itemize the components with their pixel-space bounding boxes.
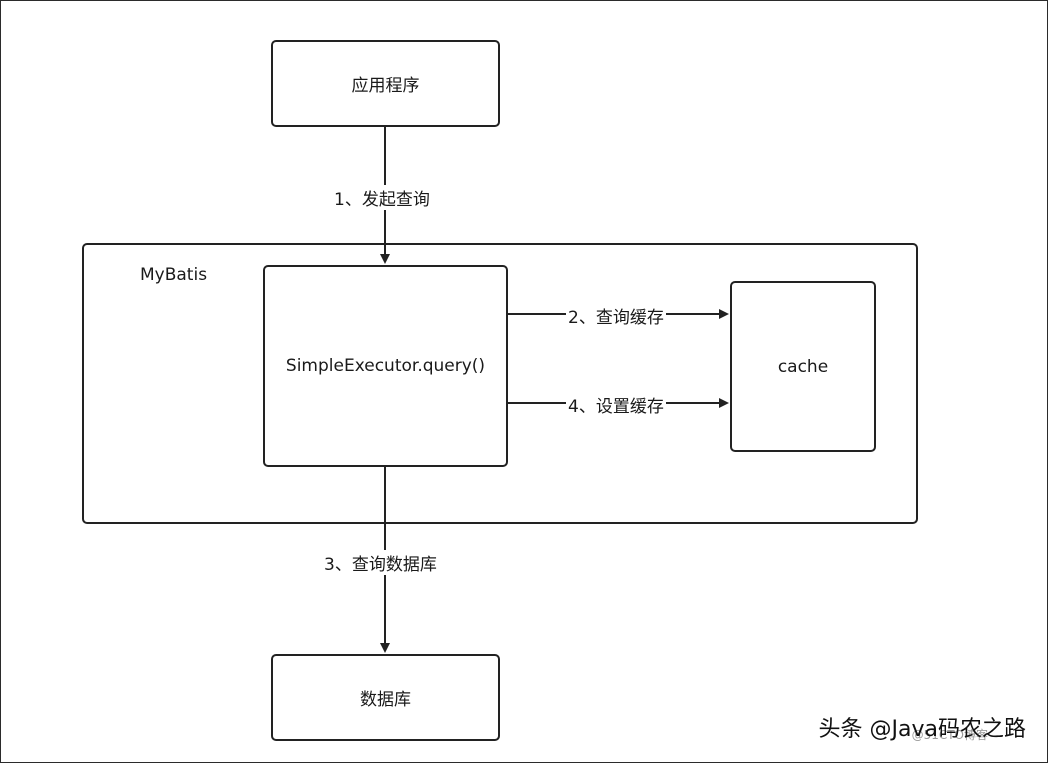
cache-node-label: cache xyxy=(777,356,829,377)
mybatis-label: MyBatis xyxy=(140,265,208,285)
executor-node: SimpleExecutor.query() xyxy=(263,265,508,467)
watermark-sub: @51CTO博客 xyxy=(911,728,988,742)
edge-step4-label: 4、设置缓存 xyxy=(566,392,666,417)
cache-node: cache xyxy=(730,281,876,452)
mybatis-container xyxy=(82,243,918,524)
edge-step3-label: 3、查询数据库 xyxy=(322,550,439,575)
app-node: 应用程序 xyxy=(271,40,500,127)
executor-node-label: SimpleExecutor.query() xyxy=(285,356,486,376)
watermark: 头条 @Java码农之路 xyxy=(818,717,1026,742)
app-node-label: 应用程序 xyxy=(351,76,420,96)
database-node: 数据库 xyxy=(271,654,500,741)
edge-step2-label: 2、查询缓存 xyxy=(566,303,666,328)
database-node-label: 数据库 xyxy=(360,690,411,710)
edge-step1-label: 1、发起查询 xyxy=(332,185,432,210)
